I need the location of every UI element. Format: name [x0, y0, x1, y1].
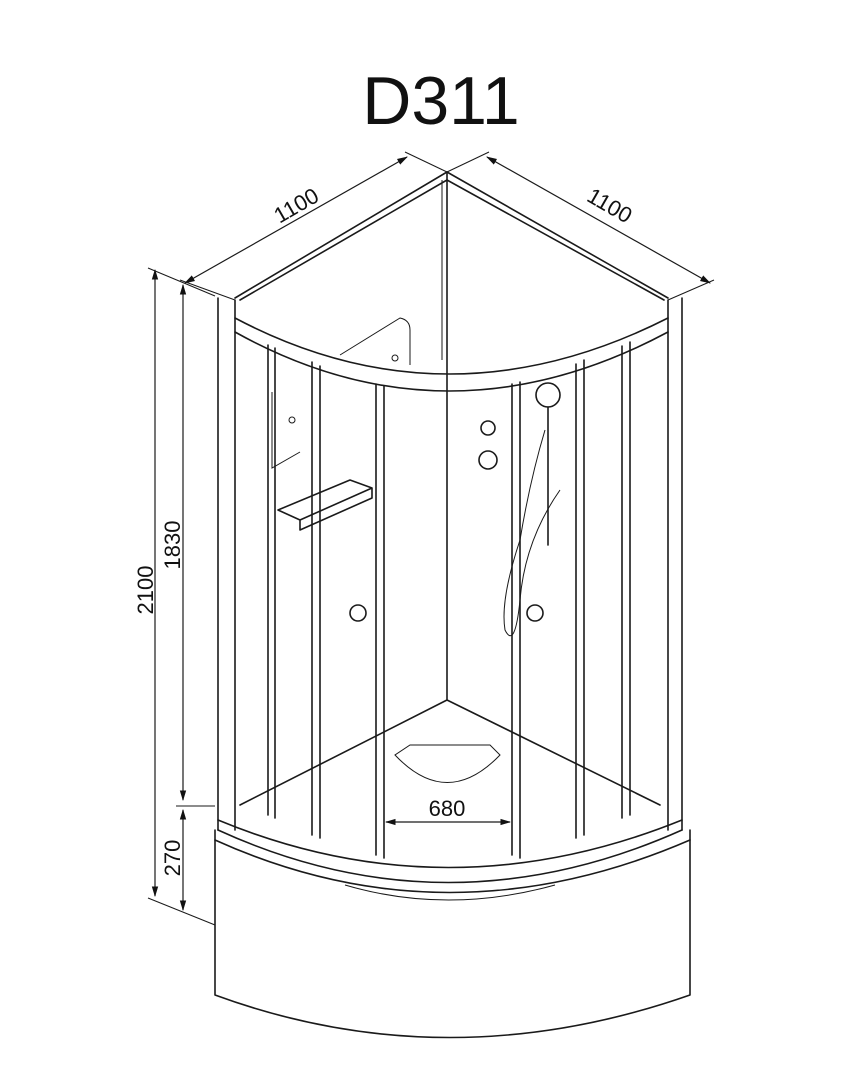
height-dimensions: 2100 1830 270 — [133, 267, 216, 926]
cabin-frame — [217, 171, 683, 901]
model-title: D311 — [362, 63, 520, 139]
dimension-line-left-width — [184, 156, 408, 284]
shower-head — [535, 382, 561, 408]
dimension-label-tray-height: 270 — [160, 840, 185, 877]
door-handle-left — [349, 604, 367, 622]
dimension-label-left-width: 1100 — [270, 183, 323, 228]
shower-tray — [214, 829, 691, 1039]
door-handle-right — [526, 604, 544, 622]
dimension-label-right-width: 1100 — [583, 183, 636, 228]
shelf — [277, 479, 373, 531]
dimension-label-total-height: 2100 — [133, 566, 158, 615]
dimension-line-right-width — [486, 156, 711, 284]
dimension-label-cabin-height: 1830 — [160, 521, 185, 570]
dimension-label-door-opening: 680 — [429, 796, 466, 821]
